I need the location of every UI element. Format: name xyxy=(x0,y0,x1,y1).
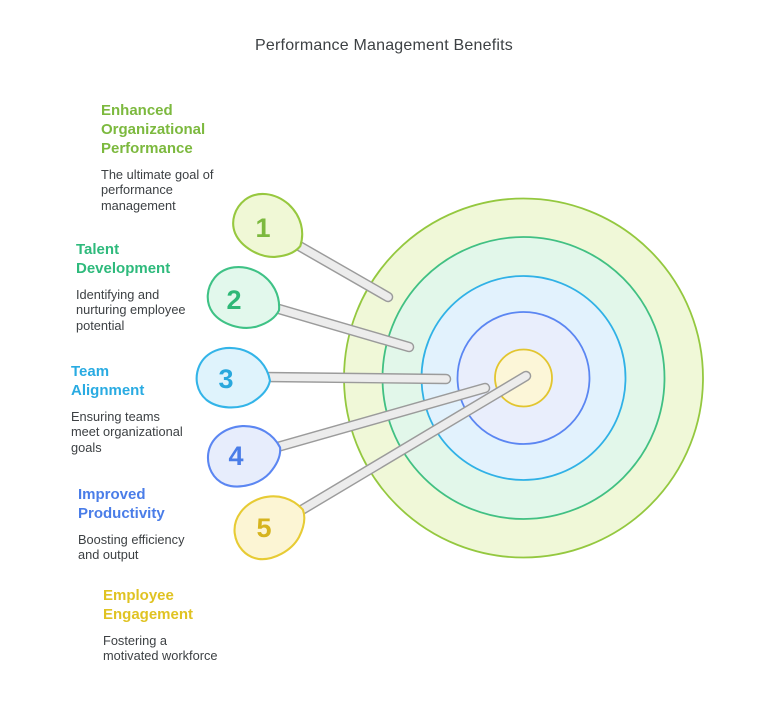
pin-marker-1: 1 xyxy=(221,181,394,303)
pin-stick-fill xyxy=(270,384,489,452)
benefit-heading: Team Alignment xyxy=(71,363,145,399)
benefit-label-3: Team Alignment Ensuring teams meet organ… xyxy=(71,362,231,455)
pin-stick-fill xyxy=(296,372,530,515)
pin-number: 5 xyxy=(256,513,271,543)
benefit-label-5: Employee Engagement Fostering a motivate… xyxy=(103,586,263,664)
pin-stick-fill xyxy=(260,373,450,383)
benefit-heading: Enhanced Organizational Performance xyxy=(101,102,206,157)
benefit-description: Boosting efficiency and output xyxy=(78,532,185,563)
pin-number: 1 xyxy=(255,213,270,243)
benefit-label-1: Enhanced Organizational Performance The … xyxy=(101,101,261,213)
benefit-description: Identifying and nurturing employee poten… xyxy=(76,287,186,333)
benefit-description: Ensuring teams meet organizational goals xyxy=(71,409,183,455)
pin-marker-3: 3 xyxy=(195,346,452,410)
pin-number: 3 xyxy=(218,364,233,394)
benefit-label-4: Improved Productivity Boosting efficienc… xyxy=(78,485,238,563)
benefit-description: The ultimate goal of performance managem… xyxy=(101,167,214,213)
page-title: Performance Management Benefits xyxy=(255,37,513,54)
pin-marker-2: 2 xyxy=(199,258,415,353)
benefit-heading: Talent Development xyxy=(76,241,171,277)
benefit-description: Fostering a motivated workforce xyxy=(103,633,218,664)
pin-stick-fill xyxy=(290,239,392,301)
benefit-heading: Employee Engagement xyxy=(103,587,194,623)
pin-number: 2 xyxy=(226,285,241,315)
pin-marker-5: 5 xyxy=(222,370,532,572)
pin-number: 4 xyxy=(228,441,243,471)
pin-stick-fill xyxy=(268,303,413,351)
benefit-label-2: Talent Development Identifying and nurtu… xyxy=(76,240,236,333)
pin-marker-4: 4 xyxy=(199,382,491,496)
pin-markers: 1 2 3 4 xyxy=(195,181,532,572)
benefit-heading: Improved Productivity xyxy=(78,486,165,522)
